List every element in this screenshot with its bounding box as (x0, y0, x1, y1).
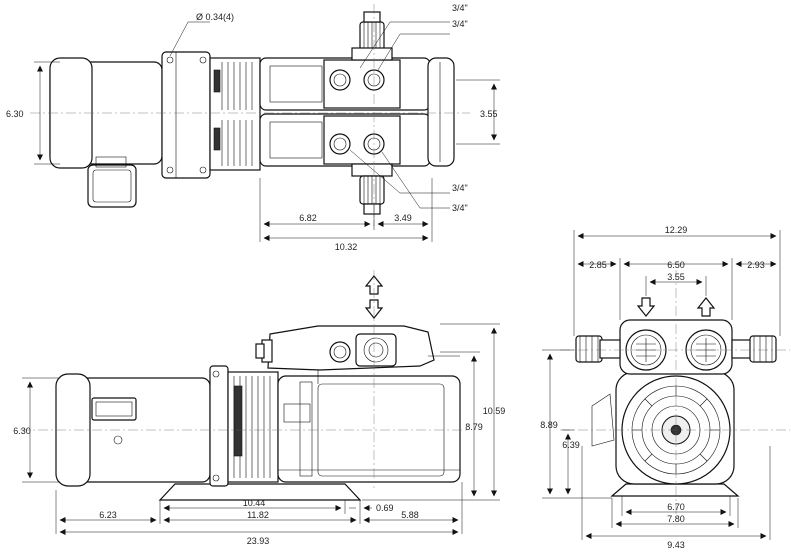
top-dim-3-49: 3.49 (394, 213, 412, 223)
top-dim-6-82: 6.82 (299, 213, 317, 223)
end-dim-6-50: 6.50 (667, 260, 685, 270)
side-view: 6.30 8.79 10.59 10.44 0.69 6.23 11.82 5.… (13, 270, 505, 546)
side-flange (209, 365, 229, 487)
side-dim-23-93: 23.93 (247, 536, 270, 546)
top-flange (161, 51, 211, 179)
top-view: Ø 0.34(4) 3/4" 3/4" 3/4" 3/4" 6.30 3.55 … (6, 3, 500, 252)
side-motor-nameplate (91, 397, 137, 421)
top-dim-10-32: 10.32 (335, 242, 358, 252)
top-dim-port-spacing: 3.55 (480, 109, 498, 119)
side-dim-5-88: 5.88 (401, 510, 419, 520)
end-dim-2-85: 2.85 (589, 260, 607, 270)
end-view: 12.29 2.85 6.50 2.93 3.55 8.89 6.39 6.70… (540, 225, 790, 550)
side-dim-10-59: 10.59 (483, 406, 506, 416)
side-dim-11-82: 11.82 (247, 510, 269, 520)
top-port-label-3: 3/4" (452, 183, 468, 193)
end-base (610, 483, 740, 497)
side-dim-6-23: 6.23 (99, 510, 117, 520)
top-dim-height: 6.30 (6, 109, 24, 119)
end-dim-2-93: 2.93 (747, 260, 765, 270)
side-pump-housing (277, 375, 461, 483)
side-dim-10-44: 10.44 (243, 498, 266, 508)
side-dim-height: 6.30 (13, 426, 31, 436)
top-fitting-upper (351, 11, 393, 61)
end-arrow-up (696, 297, 716, 317)
top-hole-note: Ø 0.34(4) (196, 12, 234, 22)
end-fitting-right (731, 335, 777, 363)
top-port-label-2: 3/4" (452, 19, 468, 29)
side-dim-0-69: 0.69 (376, 503, 394, 513)
end-dim-6-39: 6.39 (562, 440, 580, 450)
side-base (158, 483, 362, 501)
side-dim-8-79: 8.79 (465, 422, 483, 432)
side-pump-head (267, 325, 435, 371)
top-port-3 (329, 133, 351, 155)
end-dim-7-80: 7.80 (667, 514, 685, 524)
top-cooling-fins (209, 57, 261, 171)
top-port-label-1: 3/4" (452, 3, 468, 13)
top-pump-heads (259, 57, 455, 167)
end-dim-8-89: 8.89 (540, 420, 558, 430)
top-port-1 (329, 69, 351, 91)
top-port-label-4: 3/4" (452, 203, 468, 213)
end-dim-6-70: 6.70 (667, 502, 685, 512)
end-arrow-down (636, 297, 656, 317)
top-junction-box (87, 164, 137, 208)
end-dim-12-29: 12.29 (665, 225, 688, 235)
end-dim-3-55: 3.55 (667, 272, 685, 282)
end-dim-9-43: 9.43 (667, 540, 685, 550)
top-fitting-lower (351, 163, 393, 215)
end-fitting-left (575, 335, 621, 363)
side-cooling-fins (227, 371, 279, 483)
